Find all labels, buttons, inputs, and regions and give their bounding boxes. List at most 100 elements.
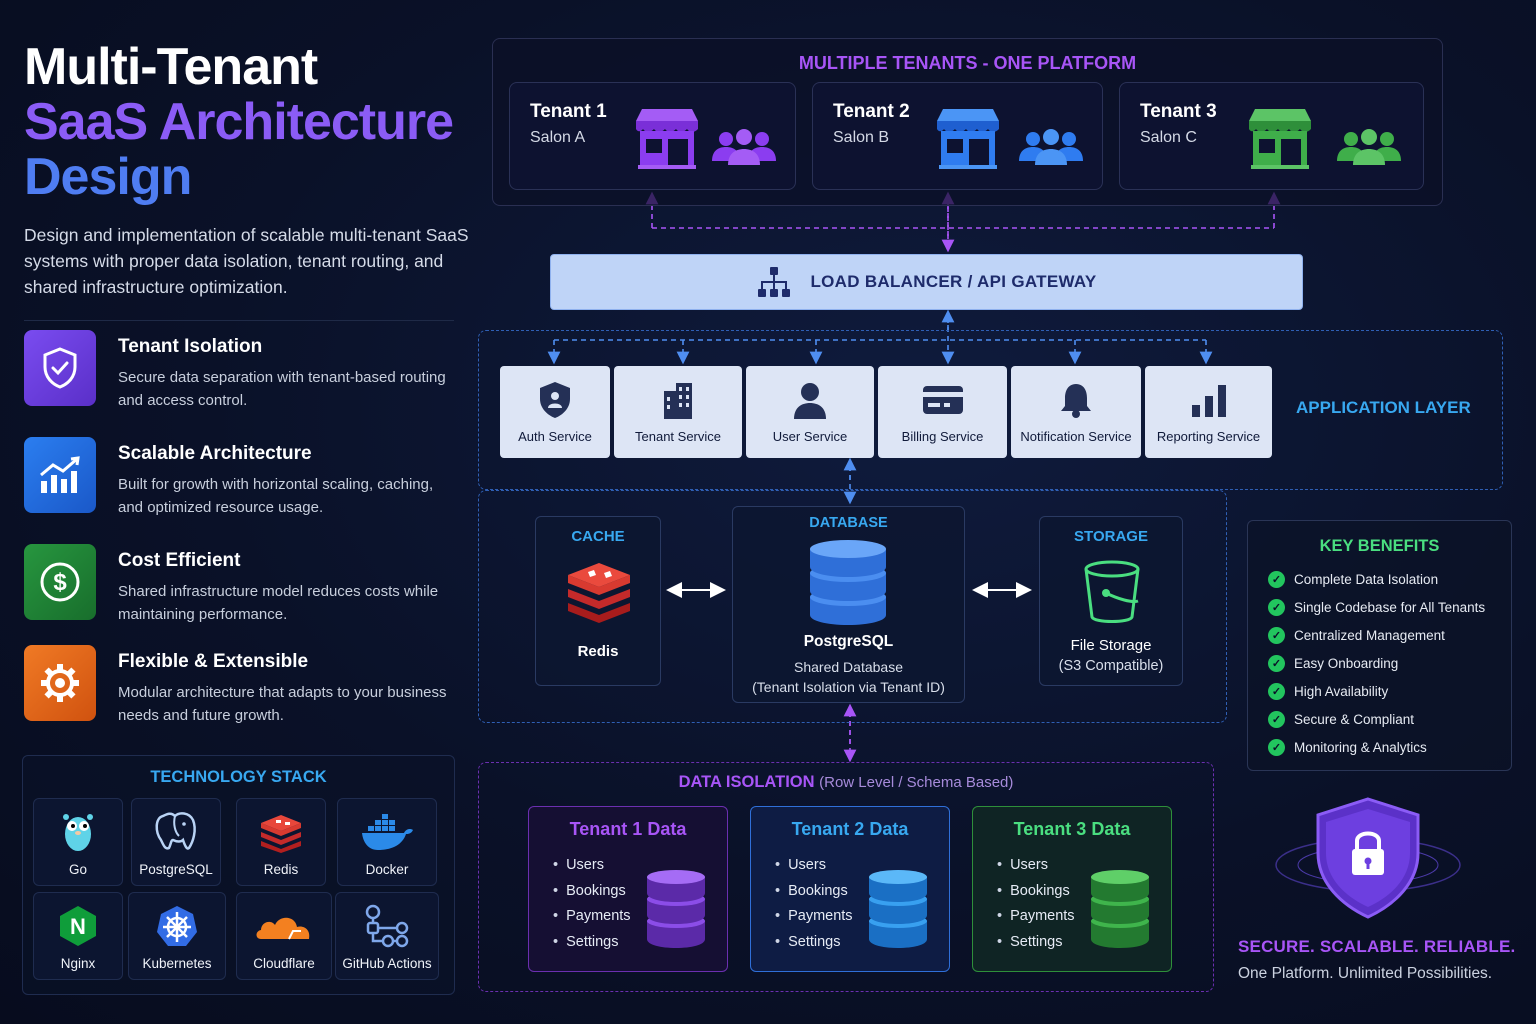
svg-text:$: $ (53, 569, 67, 596)
feature-title: Cost Efficient (118, 550, 241, 571)
notification-service[interactable]: Notification Service (1011, 366, 1141, 458)
check-icon: ✓ (1268, 570, 1285, 588)
redis-icon (568, 563, 630, 623)
users-icon (712, 129, 776, 165)
database-isolation-note: (Tenant Isolation via Tenant ID) (752, 679, 945, 695)
tech-nginx: N Nginx (33, 892, 123, 980)
tech-redis: Redis (236, 798, 326, 886)
storage-box[interactable]: STORAGE File Storage (S3 Compatible) (1039, 516, 1183, 686)
data-isolation-panel: DATA ISOLATION (Row Level / Schema Based… (478, 762, 1214, 992)
check-icon: ✓ (1268, 682, 1285, 700)
storefront-icon (1249, 109, 1311, 169)
user-icon (746, 380, 874, 420)
auth-service[interactable]: Auth Service (500, 366, 610, 458)
tenant-2-data[interactable]: Tenant 2 Data Users Bookings Payments Se… (750, 806, 950, 972)
user-service[interactable]: User Service (746, 366, 874, 458)
tech-github-actions: GitHub Actions (335, 892, 439, 980)
tenant-subtitle: Salon C (1140, 129, 1197, 146)
cloud-icon (237, 901, 331, 951)
database-icon (1091, 870, 1149, 948)
tech-kubernetes: Kubernetes (128, 892, 226, 980)
bar-chart-icon (1145, 380, 1272, 420)
tech-label: Docker (365, 862, 409, 877)
page-description: Design and implementation of scalable mu… (24, 225, 469, 297)
tech-docker: Docker (337, 798, 437, 886)
elephant-icon (132, 807, 220, 857)
feature-title: Scalable Architecture (118, 443, 312, 464)
tenant-subtitle: Salon B (833, 129, 890, 146)
data-isolation-subtitle: (Row Level / Schema Based) (819, 774, 1014, 791)
tenant-data-list: Users Bookings Payments Settings (775, 857, 852, 959)
storage-title: STORAGE (1074, 528, 1148, 545)
gear-icon (24, 645, 96, 721)
storefront-icon (937, 109, 999, 169)
svg-text:N: N (70, 914, 86, 939)
technology-stack-panel: TECHNOLOGY STACK Go PostgreSQL Redis Doc… (22, 755, 455, 995)
database-name: PostgreSQL (803, 633, 894, 650)
tagline-main: SECURE. SCALABLE. RELIABLE. (1238, 937, 1516, 956)
database-icon (810, 540, 886, 625)
database-box[interactable]: DATABASE PostgreSQL Shared Database (Ten… (732, 506, 965, 703)
storage-desc: (S3 Compatible) (1058, 658, 1164, 674)
service-label: Notification Service (1020, 429, 1132, 444)
check-icon: ✓ (1268, 626, 1285, 644)
tenant-1-data[interactable]: Tenant 1 Data Users Bookings Payments Se… (528, 806, 728, 972)
benefit-item: ✓High Availability (1268, 681, 1388, 701)
feature-desc: Modular architecture that adapts to your… (118, 684, 447, 724)
data-layer-boundary (478, 490, 1227, 723)
cache-name: Redis (577, 643, 619, 660)
benefit-item: ✓Monitoring & Analytics (1268, 737, 1427, 757)
title-line-2: SaaS Architecture (24, 93, 454, 151)
tech-postgresql: PostgreSQL (131, 798, 221, 886)
check-icon: ✓ (1268, 738, 1285, 756)
feature-cost-efficient: $ Cost Efficient Shared infrastructure m… (24, 544, 464, 624)
database-icon (869, 870, 927, 948)
security-shield-icon (1275, 797, 1461, 919)
tenant-3-data[interactable]: Tenant 3 Data Users Bookings Payments Se… (972, 806, 1172, 972)
redis-icon (237, 807, 325, 857)
tech-label: Nginx (60, 956, 96, 971)
tech-stack-title: TECHNOLOGY STACK (150, 768, 327, 786)
database-title: DATABASE (809, 515, 888, 531)
check-icon: ✓ (1268, 598, 1285, 616)
divider (24, 320, 454, 321)
tenant-service[interactable]: Tenant Service (614, 366, 742, 458)
tenant-card-1[interactable]: Tenant 1 Salon A (509, 82, 796, 190)
kubernetes-icon (129, 901, 225, 951)
benefit-item: ✓Complete Data Isolation (1268, 569, 1438, 589)
check-icon: ✓ (1268, 654, 1285, 672)
tech-label: Redis (263, 862, 299, 877)
service-label: Reporting Service (1156, 429, 1261, 444)
tenant-card-3[interactable]: Tenant 3 Salon C (1119, 82, 1424, 190)
users-icon (1019, 129, 1083, 165)
tech-label: Cloudflare (253, 956, 315, 971)
title-line-3: Design (24, 148, 192, 206)
growth-chart-icon (24, 437, 96, 513)
database-desc: Shared Database (794, 659, 903, 675)
tenant-data-title: Tenant 3 Data (1013, 819, 1131, 839)
tenant-card-2[interactable]: Tenant 2 Salon B (812, 82, 1103, 190)
title-line-1: Multi-Tenant (24, 38, 318, 96)
storefront-icon (636, 109, 698, 169)
gopher-icon (34, 807, 122, 857)
service-label: Tenant Service (635, 429, 721, 444)
bucket-icon (1084, 560, 1140, 623)
shield-icon (500, 380, 610, 420)
load-balancer-label: LOAD BALANCER / API GATEWAY (810, 272, 1097, 291)
tenant-name: Tenant 1 (530, 101, 607, 122)
feature-title: Flexible & Extensible (118, 651, 309, 672)
tech-go: Go (33, 798, 123, 886)
tech-label: Go (68, 862, 87, 877)
check-icon: ✓ (1268, 710, 1285, 728)
reporting-service[interactable]: Reporting Service (1145, 366, 1272, 458)
load-balancer-gateway[interactable]: LOAD BALANCER / API GATEWAY (550, 254, 1303, 310)
dollar-icon: $ (24, 544, 96, 620)
billing-service[interactable]: Billing Service (878, 366, 1007, 458)
docker-whale-icon (338, 807, 436, 857)
cache-box[interactable]: CACHE Redis (535, 516, 661, 686)
workflow-icon (336, 901, 438, 951)
tenant-data-title: Tenant 2 Data (791, 819, 909, 839)
tech-label: PostgreSQL (139, 862, 213, 877)
storage-name: File Storage (1070, 637, 1152, 654)
benefit-item: ✓Centralized Management (1268, 625, 1445, 645)
